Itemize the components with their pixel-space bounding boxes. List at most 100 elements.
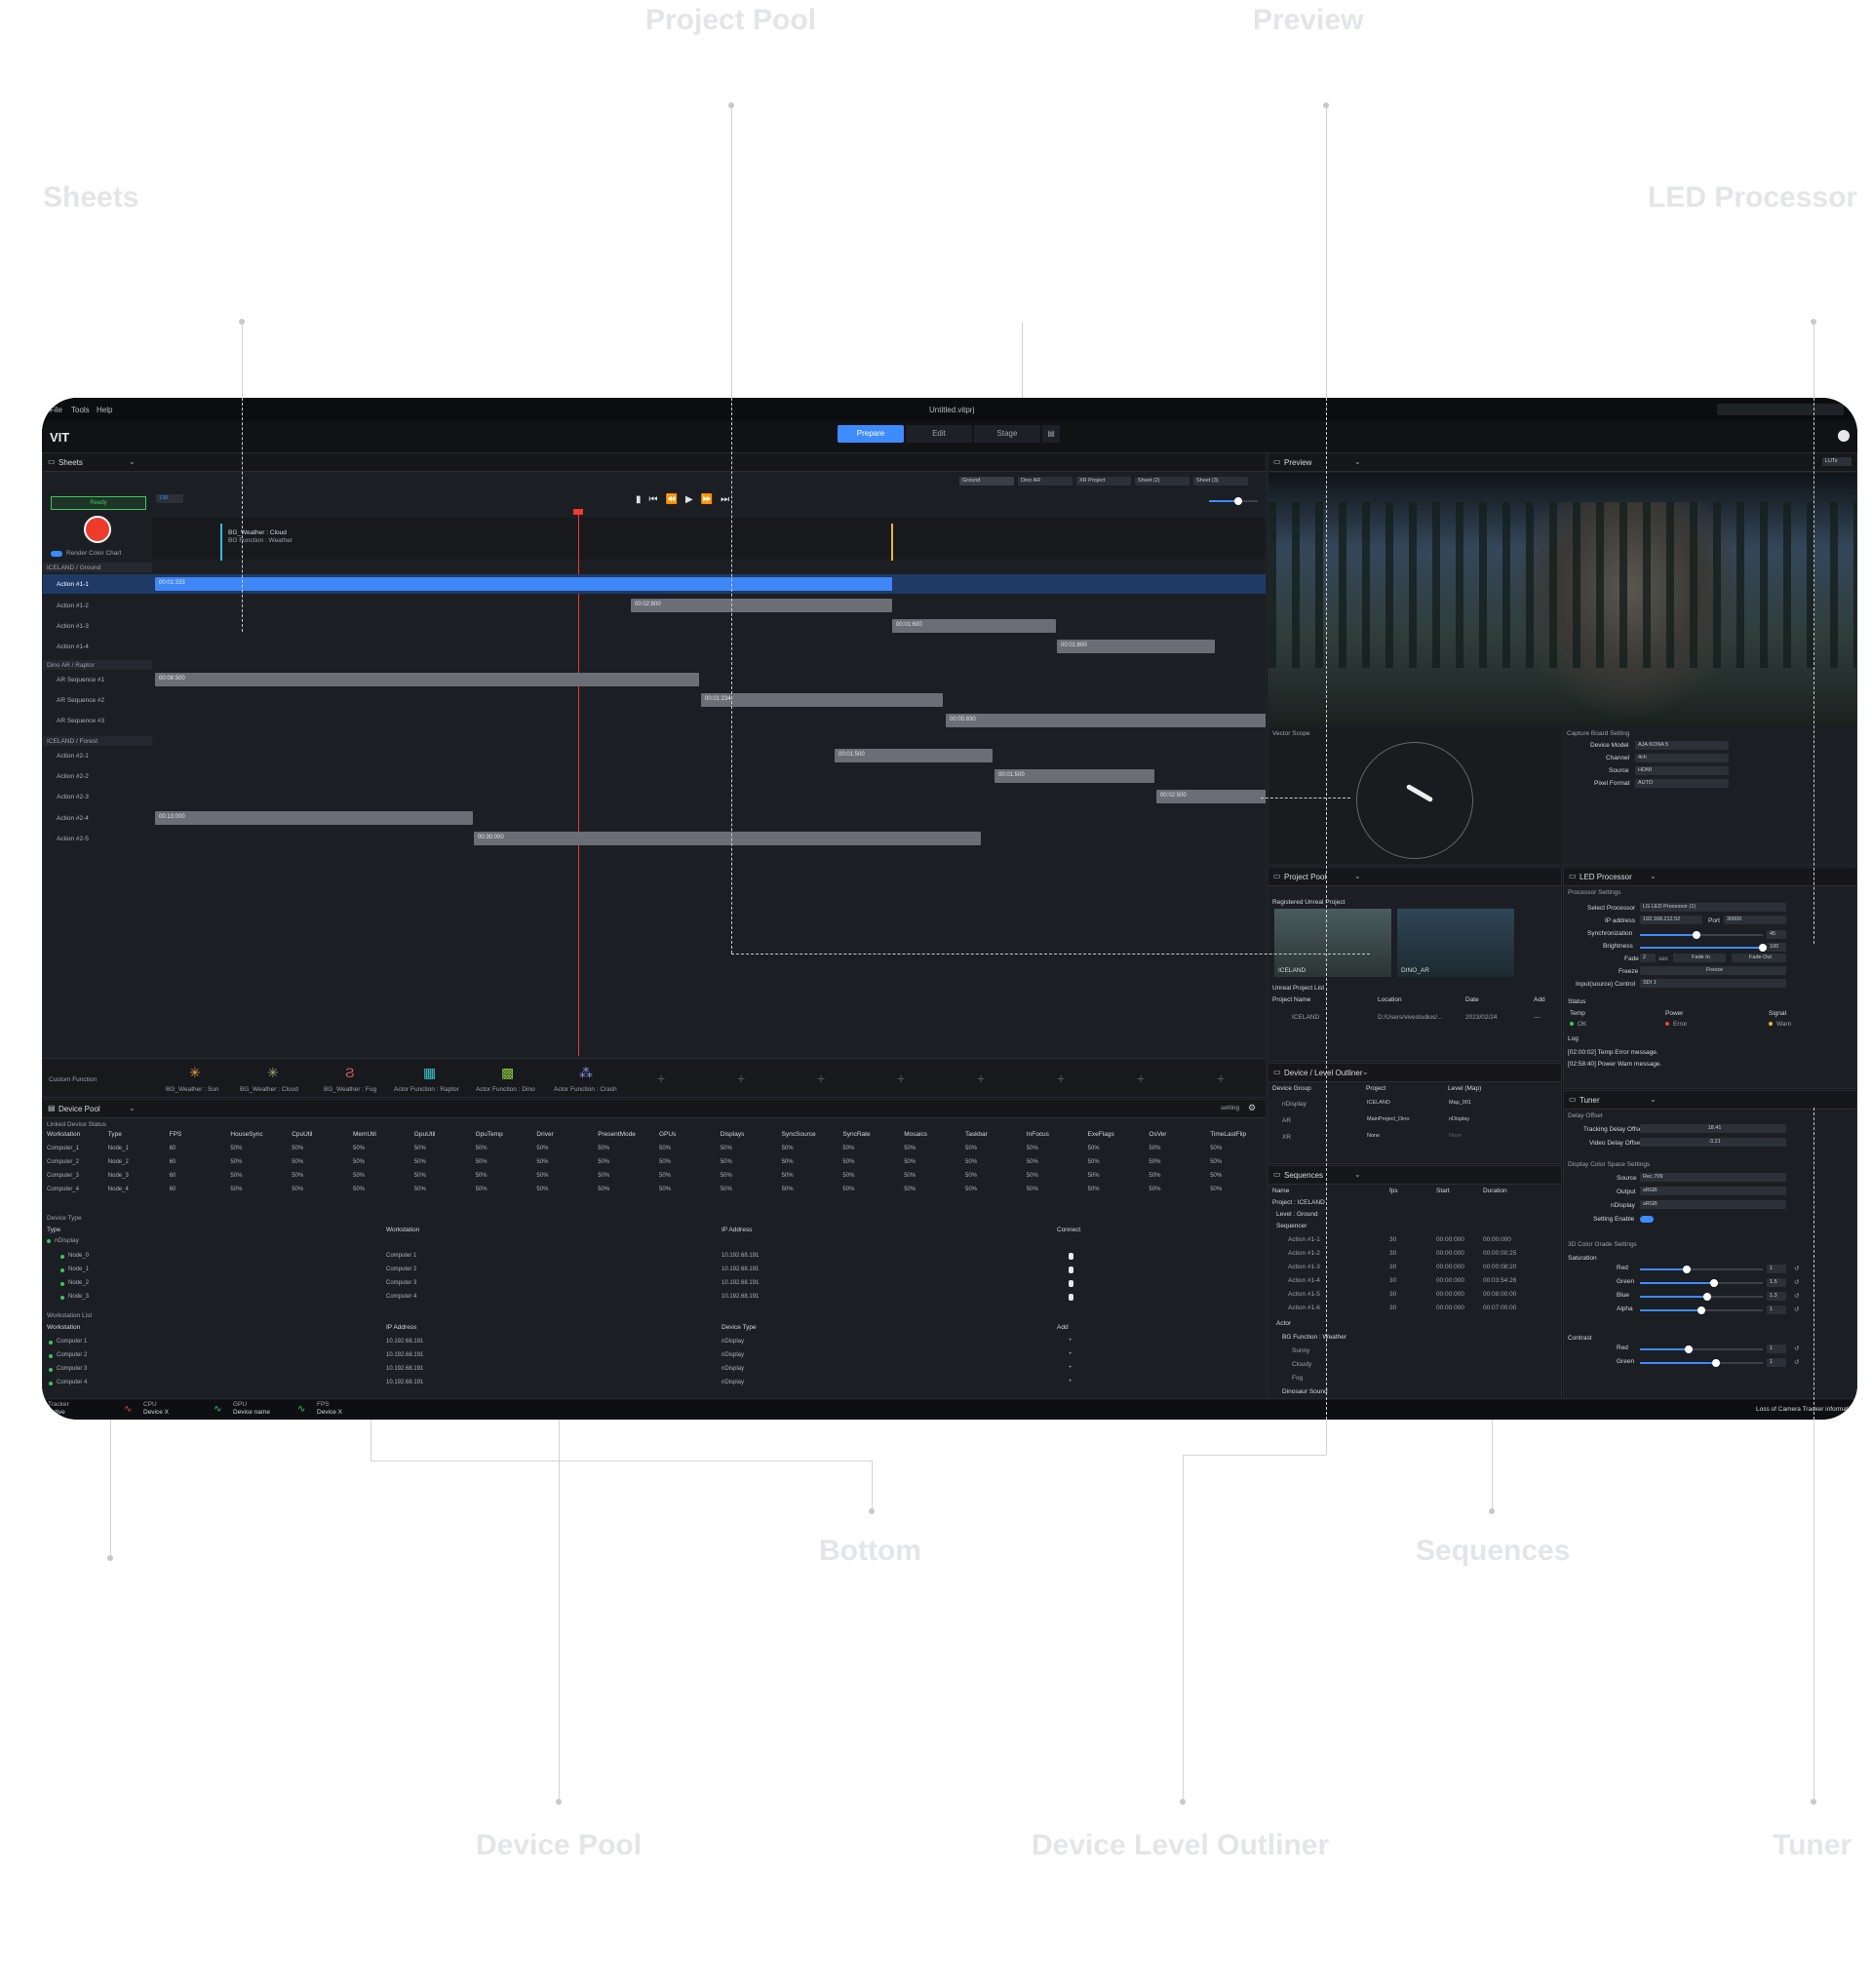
seq-bg-item[interactable]: Fog	[1292, 1375, 1304, 1382]
outliner-project-select[interactable]: MainProject_Dino	[1367, 1116, 1410, 1122]
record-button[interactable]	[84, 516, 111, 543]
reset-icon[interactable]: ↺	[1794, 1345, 1800, 1352]
clip-action-1-4[interactable]: 00:01:600	[1057, 640, 1215, 653]
skip-start-icon[interactable]: ⏮	[648, 494, 666, 505]
input-control-select[interactable]: SDI 1	[1640, 979, 1786, 988]
add-function-icon[interactable]: +	[977, 1071, 986, 1086]
connect-icon[interactable]	[1069, 1280, 1073, 1287]
clip-action-2-5[interactable]: 00:30:000	[474, 832, 981, 845]
add-icon[interactable]: +	[1069, 1365, 1072, 1371]
chevron-down-icon[interactable]: ⌄	[1650, 872, 1657, 880]
add-function-icon[interactable]: +	[1137, 1071, 1146, 1086]
chevron-down-icon[interactable]: ⌄	[129, 1104, 136, 1112]
add-function-icon[interactable]: +	[1057, 1071, 1066, 1086]
source-select[interactable]: HDMI	[1635, 766, 1729, 775]
chevron-down-icon[interactable]: ⌄	[1354, 457, 1361, 466]
clip-action-2-2[interactable]: 00:01:500	[994, 769, 1154, 783]
luts-button[interactable]: LUTs	[1822, 457, 1852, 466]
sync-slider[interactable]	[1640, 931, 1763, 939]
menu-tools[interactable]: Tools	[71, 406, 90, 414]
playhead[interactable]	[578, 510, 579, 1056]
slider-value[interactable]: 1.5	[1767, 1278, 1786, 1287]
skip-end-icon[interactable]: ⏭	[721, 494, 738, 505]
sheet-tab-2[interactable]: Sheet (2)	[1135, 477, 1190, 486]
sheet-tab-3[interactable]: Sheet (3)	[1193, 477, 1248, 486]
clip-action-1-3[interactable]: 00:01:600	[892, 619, 1056, 633]
project-name[interactable]: ICELAND	[1292, 1014, 1320, 1021]
render-color-chart-toggle[interactable]	[51, 551, 62, 557]
reset-icon[interactable]: ↺	[1794, 1306, 1800, 1313]
slider-value[interactable]: 1	[1767, 1306, 1786, 1314]
color-slider[interactable]	[1640, 1359, 1763, 1367]
cue-marker[interactable]	[220, 524, 222, 561]
add-function-icon[interactable]: +	[897, 1071, 906, 1086]
project-add[interactable]: —	[1534, 1014, 1540, 1021]
freeze-button[interactable]: Freeze	[1640, 966, 1786, 975]
chevron-down-icon[interactable]: ⌄	[1354, 872, 1361, 880]
video-delay-input[interactable]: -3.21	[1640, 1138, 1786, 1147]
reset-icon[interactable]: ↺	[1794, 1266, 1800, 1272]
add-function-icon[interactable]: +	[1217, 1071, 1226, 1086]
pixel-format-select[interactable]: AUTO	[1635, 779, 1729, 788]
connect-icon[interactable]	[1069, 1294, 1073, 1301]
add-function-icon[interactable]: +	[737, 1071, 746, 1086]
chevron-down-icon[interactable]: ⌄	[129, 457, 136, 466]
outliner-level-select[interactable]: Map_001	[1449, 1100, 1471, 1106]
fade-input[interactable]: 2	[1640, 954, 1656, 962]
device-model-select[interactable]: AJA KONA 5	[1635, 741, 1729, 750]
seq-project[interactable]: Project : ICELAND	[1272, 1199, 1325, 1206]
brightness-slider[interactable]	[1640, 944, 1767, 952]
outliner-level-select[interactable]: None	[1449, 1133, 1462, 1139]
group-dino-ar[interactable]: Dino AR / Raptor	[43, 660, 152, 670]
clip-action-2-3[interactable]: 00:02:500	[1156, 790, 1266, 803]
setting-enable-toggle[interactable]	[1640, 1216, 1654, 1223]
seq-bg[interactable]: BG Function : Weather	[1282, 1334, 1346, 1341]
window-search-input[interactable]	[1717, 404, 1844, 415]
channel-select[interactable]: 4ch	[1635, 754, 1729, 762]
seq-actor[interactable]: Actor	[1276, 1320, 1292, 1327]
clip-ar-3[interactable]: 00:05:830	[946, 714, 1266, 727]
project-thumb[interactable]: ICELAND	[1274, 909, 1391, 977]
clip-action-1-1[interactable]: 00:01:333	[155, 577, 892, 591]
reset-icon[interactable]: ↺	[1794, 1293, 1800, 1300]
clip-action-2-1[interactable]: 00:01:500	[835, 749, 993, 762]
type-root[interactable]: nDisplay	[55, 1237, 79, 1244]
gear-icon[interactable]: ⚙	[1248, 1103, 1257, 1112]
slider-value[interactable]: 1	[1767, 1358, 1786, 1367]
sheet-tab-dino-ar[interactable]: Dino AR	[1018, 477, 1072, 486]
group-iceland-forest[interactable]: ICELAND / Forest	[43, 736, 152, 746]
setting-link[interactable]: setting	[1221, 1105, 1240, 1111]
color-slider[interactable]	[1640, 1266, 1763, 1273]
fade-in-button[interactable]: Fade In	[1673, 954, 1726, 962]
tab-stage[interactable]: Stage	[974, 425, 1040, 443]
outliner-level-select[interactable]: nDisplay	[1449, 1116, 1470, 1122]
outliner-project-select[interactable]: None	[1367, 1133, 1381, 1139]
color-slider[interactable]	[1640, 1306, 1763, 1314]
reset-icon[interactable]: ↺	[1794, 1359, 1800, 1366]
sheet-tab-xr[interactable]: XR Project	[1076, 477, 1131, 486]
clip-ar-2[interactable]: 00:01:234	[701, 693, 943, 707]
color-slider[interactable]	[1640, 1279, 1763, 1287]
clip-action-1-2[interactable]: 00:02:800	[631, 599, 892, 612]
cs-output-select[interactable]: sRGB	[1640, 1187, 1786, 1195]
seq-more[interactable]: Dinosaur Sound	[1282, 1388, 1328, 1395]
slider-value[interactable]: 1.3	[1767, 1292, 1786, 1301]
clip-ar-1[interactable]: 00:08:500	[155, 673, 699, 686]
ip-input[interactable]: 192.168.212.52	[1640, 916, 1702, 924]
cs-source-select[interactable]: Rec.709	[1640, 1173, 1786, 1182]
